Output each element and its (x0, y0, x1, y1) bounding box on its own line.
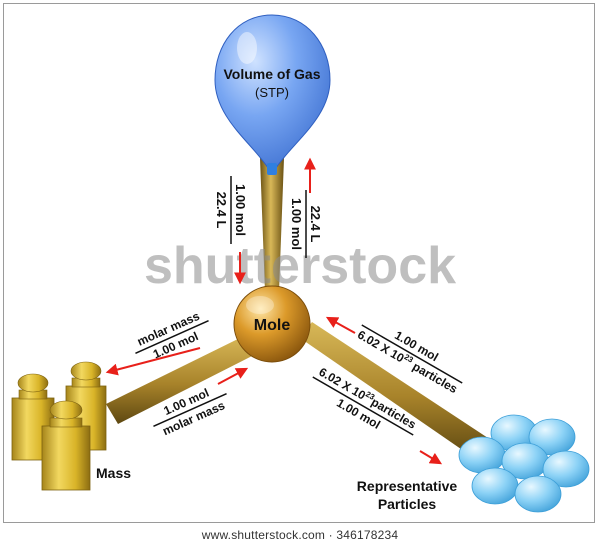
factor-gas-to-mole: 1.00 mol 22.4 L (214, 176, 248, 244)
mole-label: Mole (254, 317, 291, 334)
factor-gas-to-mole-numerator: 1.00 mol (233, 184, 248, 236)
gas-balloon (214, 14, 331, 175)
footer-credit: www.shutterstock.com · 346178234 (0, 524, 600, 547)
arrow-particles-to-mole (325, 316, 356, 334)
particles-cluster (458, 414, 590, 513)
factor-mole-to-gas-numerator: 22.4 L (308, 206, 323, 243)
particles-label-line2: Particles (378, 496, 437, 512)
gas-subtitle: (STP) (255, 85, 289, 100)
diagram-frame (3, 3, 595, 523)
mole-sphere (233, 285, 311, 363)
watermark-text: shutterstock (144, 237, 456, 295)
factor-gas-to-mole-denominator: 22.4 L (214, 192, 229, 229)
mass-weights (11, 361, 107, 491)
arrow-mole-to-mass (105, 347, 201, 376)
gas-title: Volume of Gas (224, 66, 321, 82)
rod-particles (300, 322, 488, 458)
particles-label-line1: Representative (357, 478, 458, 494)
rod-gas (260, 158, 284, 292)
mass-label: Mass (96, 465, 131, 481)
arrow-mole-to-particles (419, 450, 443, 465)
factor-mole-to-gas-denominator: 1.00 mol (289, 198, 304, 250)
factor-mole-to-gas: 22.4 L 1.00 mol (289, 190, 323, 258)
rod-mass (106, 335, 258, 424)
arrow-mass-to-mole (217, 367, 249, 385)
